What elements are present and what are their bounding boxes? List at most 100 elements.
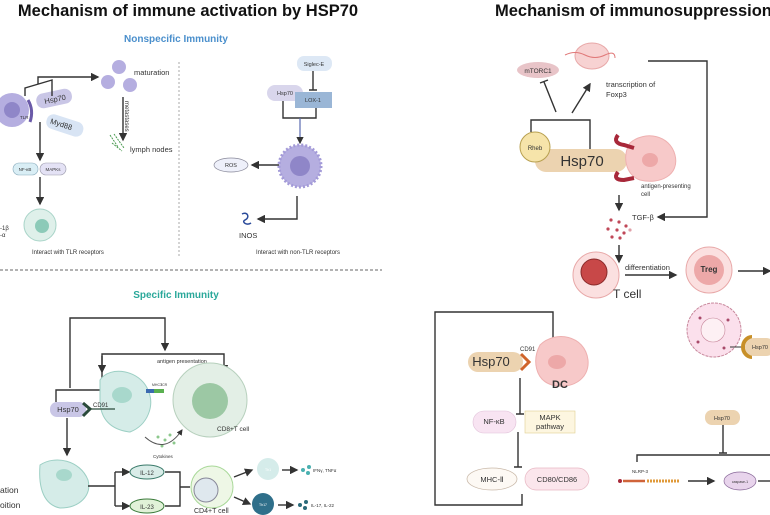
inos-protein-icon (241, 212, 252, 225)
siglec-e-pill (297, 56, 332, 71)
tgfb-dots (606, 218, 632, 240)
hsp70-pill (745, 338, 770, 356)
caspase1-label: caspase-1 (732, 480, 748, 484)
mapks-pill (39, 162, 67, 176)
lox1-label: LOX-1 (305, 98, 321, 104)
mhc-i-label: MHC-I (152, 383, 162, 387)
cd4-t-cell-label: CD4+T cell (194, 508, 229, 515)
ros-oval (213, 157, 249, 173)
right-title: Mechanism of immunosuppression by HS (495, 2, 770, 20)
immunosuppression-top: mTORC1 transcription of Foxp3 Hsp70 Rheb… (517, 42, 770, 301)
hsp70-pill (50, 402, 86, 417)
cd91-receptor-icon (519, 352, 532, 372)
inos-label: INOS (239, 231, 257, 240)
edge-label-2: oition (0, 500, 21, 510)
nfkb-label: NF-κB (483, 417, 504, 426)
myd88-pill (46, 114, 84, 137)
hsp70-label-2: Hsp70 (714, 416, 730, 422)
left-title: Mechanism of immune activation by HSP70 (18, 2, 358, 20)
edge-label-1: ation (0, 485, 19, 495)
th1-label: Th1 (265, 468, 271, 472)
apc-label-1: antigen-presenting (641, 184, 691, 190)
rheb-circle (519, 131, 551, 163)
cytokine-label-2: -α (0, 233, 6, 239)
th1-cell (257, 458, 279, 480)
hsp70-pill-large (535, 149, 627, 172)
il12-label: IL-12 (140, 471, 154, 477)
hsp70-pill (468, 352, 523, 372)
receptor-icon (614, 133, 635, 183)
mature-cell-icon (112, 60, 126, 74)
cd80-cd86-pill (524, 467, 590, 491)
maturation-label: maturation (134, 68, 169, 77)
hsp70-pill-2 (705, 410, 740, 425)
immunosuppression-dc: CD91 Hsp70 DC NF-κB MAPK pathway MHC-Ⅱ C… (434, 311, 590, 506)
mtorc1-oval (517, 62, 559, 78)
cytokines-label: Cytokines (153, 454, 174, 459)
tlr-section: TLR Hsp70 Myd88 maturation metastases ly… (0, 60, 173, 256)
dendritic-cell-teal-2 (39, 459, 90, 509)
cytokine-dots (156, 433, 176, 448)
tcr-label: TCR (160, 383, 168, 387)
cd91-label: CD91 (93, 403, 109, 409)
mapk-label-1: MAPK (539, 413, 560, 422)
il23-label: IL-23 (140, 505, 154, 511)
mapks-label: MAPKs (45, 167, 61, 172)
cd91-label: CD91 (520, 347, 536, 353)
nlrp3-protein-icon (618, 479, 622, 483)
mtorc1-label: mTORC1 (524, 68, 552, 75)
dc-label: DC (552, 379, 568, 391)
mhc-i-icon (146, 389, 154, 393)
lymph-node-icon (109, 133, 125, 152)
nfkb-pill (472, 410, 517, 434)
rheb-label: Rheb (528, 146, 543, 152)
mhc-ii-label: MHC-Ⅱ (480, 475, 504, 484)
foxp3-label-1: transcription of (606, 80, 656, 89)
il12-oval (129, 464, 165, 480)
immunosuppression-macrophage: Hsp70 Hsp70 NLRP-3 caspase-1 (618, 302, 770, 491)
cd80-cd86-label: CD80/CD86 (537, 475, 577, 484)
hsp70-label: Hsp70 (44, 93, 67, 106)
tlr-label: TLR (20, 115, 29, 120)
th17-cell (252, 493, 274, 515)
hsp70-label: Hsp70 (57, 405, 79, 414)
caspase1-oval (723, 471, 757, 491)
mapk-label-2: pathway (536, 422, 564, 431)
hsp70-label: Hsp70 (277, 91, 293, 97)
hsp70-receptor-icon (741, 335, 753, 359)
hsp70-label: Hsp70 (752, 345, 768, 351)
non-tlr-section: Siglec-E Hsp70 LOX-1 ROS INOS Interact w… (213, 56, 340, 256)
lymph-nodes-label: lymph nodes (130, 145, 173, 154)
il23-oval (129, 498, 165, 514)
th17-output-label: IL-17, IL-22 (311, 503, 335, 508)
mhc-ii-oval (466, 467, 518, 491)
hsp70-pill (267, 85, 303, 101)
th1-output-label: IFNγ, TNFα (313, 468, 337, 473)
treg-label: Treg (701, 265, 718, 274)
mapk-pathway-box (524, 410, 576, 434)
tgfb-label: TGF-β (632, 213, 654, 222)
nonspecific-heading: Nonspecific Immunity (124, 34, 228, 45)
nfkb-label: NF-κB (19, 167, 32, 172)
cytokine-label-1: -1β (0, 226, 9, 232)
metastases-label: metastases (123, 101, 129, 132)
nlrp3-label: NLRP-3 (632, 469, 649, 474)
differentiation-label: differentiation (625, 263, 670, 272)
hsp70-label: Hsp70 (472, 354, 510, 369)
th17-label: Th17 (259, 503, 267, 507)
foxp3-nucleus-icon (574, 42, 610, 70)
siglec-e-label: Siglec-E (304, 62, 325, 68)
t-cell-label: T cell (613, 287, 641, 301)
cd8-t-cell-label: CD8+T cell (217, 426, 250, 433)
foxp3-label-2: Foxp3 (606, 90, 627, 99)
hsp70-pill (36, 88, 72, 109)
tcr-icon (154, 389, 164, 393)
tlr-caption: Interact with TLR receptors (32, 250, 104, 256)
apc-label-2: cell (641, 192, 650, 198)
hsp70-label: Hsp70 (560, 153, 603, 170)
non-tlr-caption: Interact with non-TLR receptors (256, 250, 340, 256)
lox1-receptor (295, 92, 332, 108)
ros-label: ROS (225, 163, 237, 169)
antigen-presentation-label: antigen presentation (157, 359, 207, 365)
